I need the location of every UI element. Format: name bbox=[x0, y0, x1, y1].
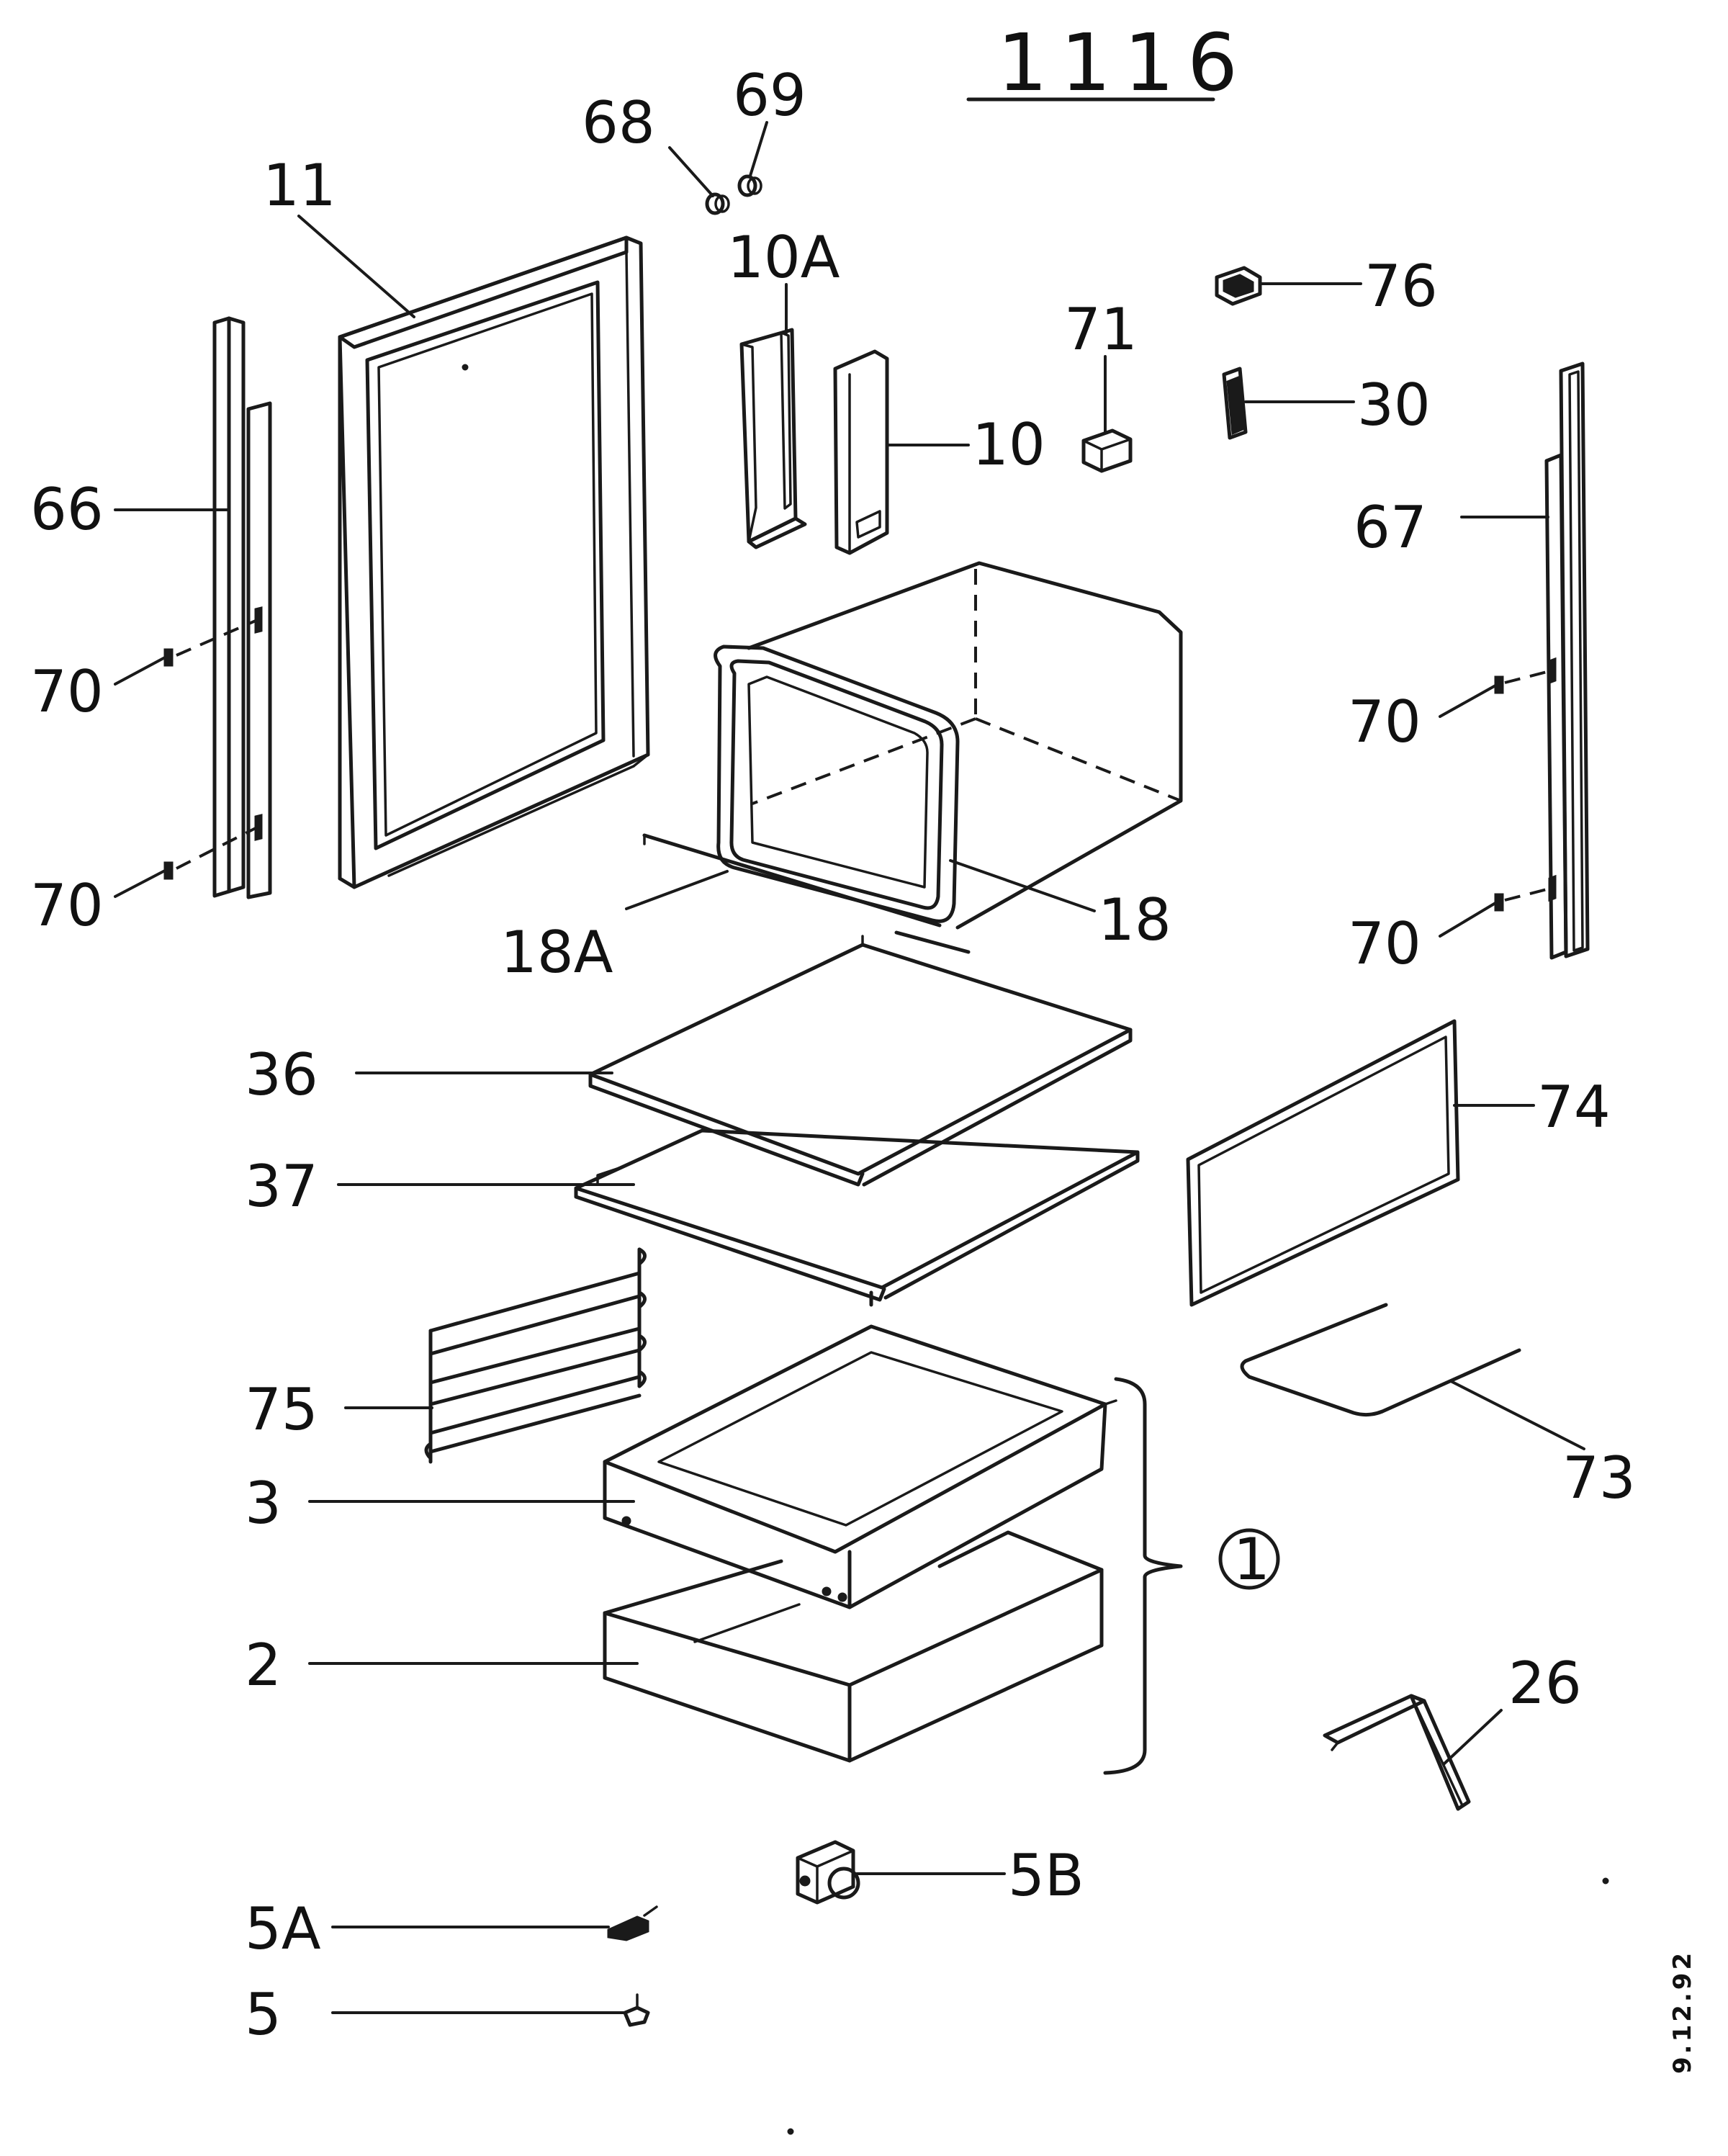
part-11-door-frame bbox=[338, 235, 650, 889]
part-26-angle-bracket bbox=[1323, 1694, 1471, 1811]
part-30-terminal-block bbox=[1222, 367, 1248, 440]
leader-18 bbox=[949, 859, 1096, 912]
label-66: 66 bbox=[30, 476, 104, 543]
part-66-left-strip bbox=[212, 316, 272, 899]
part-75-shelf-runners bbox=[424, 1247, 647, 1464]
part-68-roller bbox=[705, 192, 730, 215]
label-36: 36 bbox=[245, 1041, 318, 1108]
part-36-panel bbox=[588, 935, 1133, 1187]
part-37-panel bbox=[574, 1128, 1140, 1307]
assembly-bracket bbox=[1103, 1377, 1183, 1775]
part-74-glass-panel bbox=[1186, 1019, 1460, 1307]
label-71: 71 bbox=[1064, 296, 1138, 363]
leader-69 bbox=[749, 121, 768, 177]
label-5A: 5A bbox=[245, 1895, 321, 1962]
part-76-switch bbox=[1215, 266, 1262, 306]
diagram-title: 1116 bbox=[997, 17, 1251, 109]
fastener-70-lower-right bbox=[1494, 887, 1550, 912]
leader-70a bbox=[114, 656, 166, 686]
label-11: 11 bbox=[263, 152, 336, 219]
leader-70b bbox=[114, 869, 166, 898]
leader-11 bbox=[297, 215, 415, 318]
svg-text:1: 1 bbox=[1233, 1526, 1270, 1593]
label-10: 10 bbox=[972, 411, 1045, 478]
label-37: 37 bbox=[245, 1153, 318, 1220]
label-70b: 70 bbox=[30, 872, 104, 939]
speck bbox=[1602, 1877, 1609, 1885]
leader-70c bbox=[1439, 684, 1497, 718]
label-75: 75 bbox=[245, 1376, 318, 1443]
part-69-roller bbox=[737, 174, 762, 197]
part-67-right-strip bbox=[1544, 361, 1590, 960]
part-18A-retainer-rod bbox=[642, 833, 971, 954]
label-5: 5 bbox=[245, 1981, 282, 2048]
label-70c: 70 bbox=[1348, 688, 1421, 755]
date-code: 9.12.92 bbox=[1668, 1950, 1697, 2074]
part-18-door-seal bbox=[714, 644, 960, 923]
label-68: 68 bbox=[582, 89, 655, 156]
part-5B-hinge-block bbox=[796, 1840, 860, 1905]
label-5B: 5B bbox=[1008, 1842, 1084, 1909]
leader-26 bbox=[1442, 1709, 1503, 1766]
leader-68 bbox=[668, 146, 714, 197]
part-10-hinge-cover bbox=[833, 349, 889, 555]
label-2: 2 bbox=[245, 1632, 282, 1699]
label-73: 73 bbox=[1562, 1445, 1636, 1512]
part-10A-hinge-bracket bbox=[739, 328, 807, 549]
part-73-wire-element bbox=[1240, 1303, 1521, 1417]
leader-73 bbox=[1449, 1380, 1585, 1450]
assembly-marker: 1 bbox=[1218, 1526, 1280, 1593]
label-70a: 70 bbox=[30, 658, 104, 725]
leader-70d bbox=[1439, 902, 1497, 938]
label-18A: 18A bbox=[500, 919, 613, 986]
label-70d: 70 bbox=[1348, 910, 1421, 977]
part-5-screw bbox=[623, 1993, 650, 2027]
speck bbox=[462, 364, 469, 371]
part-3-drawer-frame bbox=[603, 1324, 1117, 1609]
oven-cavity bbox=[747, 561, 1183, 930]
speck bbox=[787, 2128, 794, 2135]
leader-18A bbox=[625, 870, 729, 910]
part-5A-clip bbox=[607, 1905, 658, 1941]
label-76: 76 bbox=[1364, 253, 1438, 320]
label-26: 26 bbox=[1508, 1650, 1582, 1717]
part-2-drawer-box bbox=[603, 1530, 1104, 1763]
label-67: 67 bbox=[1354, 494, 1427, 561]
part-71-block bbox=[1081, 428, 1133, 473]
label-69: 69 bbox=[733, 62, 806, 129]
label-3: 3 bbox=[245, 1470, 282, 1537]
label-74: 74 bbox=[1537, 1074, 1611, 1141]
label-18: 18 bbox=[1098, 886, 1171, 953]
label-10A: 10A bbox=[727, 224, 840, 291]
label-30: 30 bbox=[1357, 372, 1431, 439]
fastener-70-upper-right bbox=[1494, 670, 1550, 694]
